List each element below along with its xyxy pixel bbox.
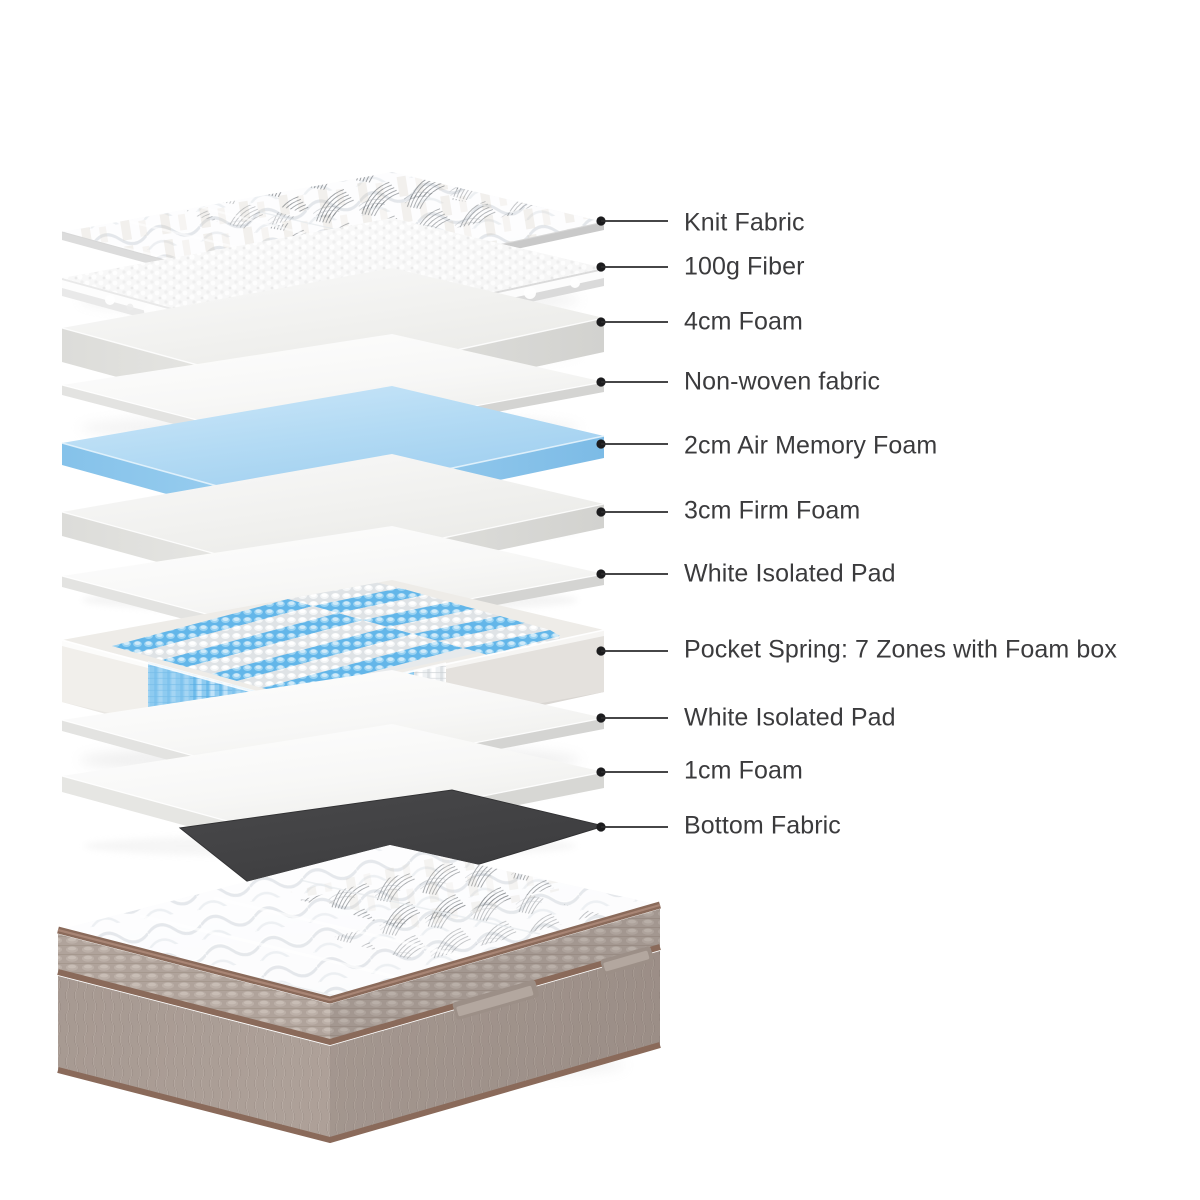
mattress-top-piping-highlight <box>57 903 661 1002</box>
leader-9 <box>596 713 668 723</box>
memfoam-top-face <box>62 386 604 504</box>
leader-8 <box>596 646 668 656</box>
mattress-bottom-piping <box>57 1042 661 1143</box>
label-layer-10: 1cm Foam <box>684 757 803 785</box>
mattress-mid-piping <box>57 944 661 1045</box>
leader-10 <box>596 767 668 777</box>
leader-lines <box>596 216 668 832</box>
label-layer-4: Non-woven fabric <box>684 368 880 396</box>
leader-4 <box>596 377 668 387</box>
label-layer-1: Knit Fabric <box>684 209 805 237</box>
spring-coil-field <box>112 582 560 694</box>
label-layer-7: White Isolated Pad <box>684 560 896 588</box>
mattress-side-left-shade <box>58 976 330 1140</box>
mattress-side-right-shade <box>330 951 660 1140</box>
label-layer-5: 2cm Air Memory Foam <box>684 432 937 460</box>
mattress-pillowtop-band-right <box>330 909 660 1042</box>
leader-7 <box>596 569 668 579</box>
foam1-top-face <box>62 724 604 836</box>
mattress-pillowtop-band-shade <box>330 909 660 1042</box>
label-layer-8: Pocket Spring: 7 Zones with Foam box <box>684 636 1117 664</box>
leader-6 <box>596 507 668 517</box>
leader-2 <box>596 262 668 272</box>
pad-lower-top-face <box>62 670 604 780</box>
label-layer-3: 4cm Foam <box>684 308 803 336</box>
firmfoam-top-face <box>62 454 604 572</box>
mattress-handle-far-right <box>600 946 654 975</box>
leader-11 <box>596 822 668 832</box>
assembled-mattress[interactable] <box>57 842 661 1143</box>
leader-5 <box>596 439 668 449</box>
label-layer-9: White Isolated Pad <box>684 704 896 732</box>
nonwoven-top-face <box>62 334 604 442</box>
label-layer-11: Bottom Fabric <box>684 812 841 840</box>
leader-3 <box>596 317 668 327</box>
mattress-pillowtop-band-left <box>58 934 330 1042</box>
foam4-top-face <box>62 268 604 388</box>
leader-1 <box>596 216 668 226</box>
layer-labels: Knit Fabric 100g Fiber 4cm Foam Non-wove… <box>684 209 1117 840</box>
mattress-handle-right <box>452 980 539 1020</box>
pad-upper-top-face <box>62 526 604 634</box>
label-layer-6: 3cm Firm Foam <box>684 497 860 525</box>
label-layer-2: 100g Fiber <box>684 253 805 281</box>
